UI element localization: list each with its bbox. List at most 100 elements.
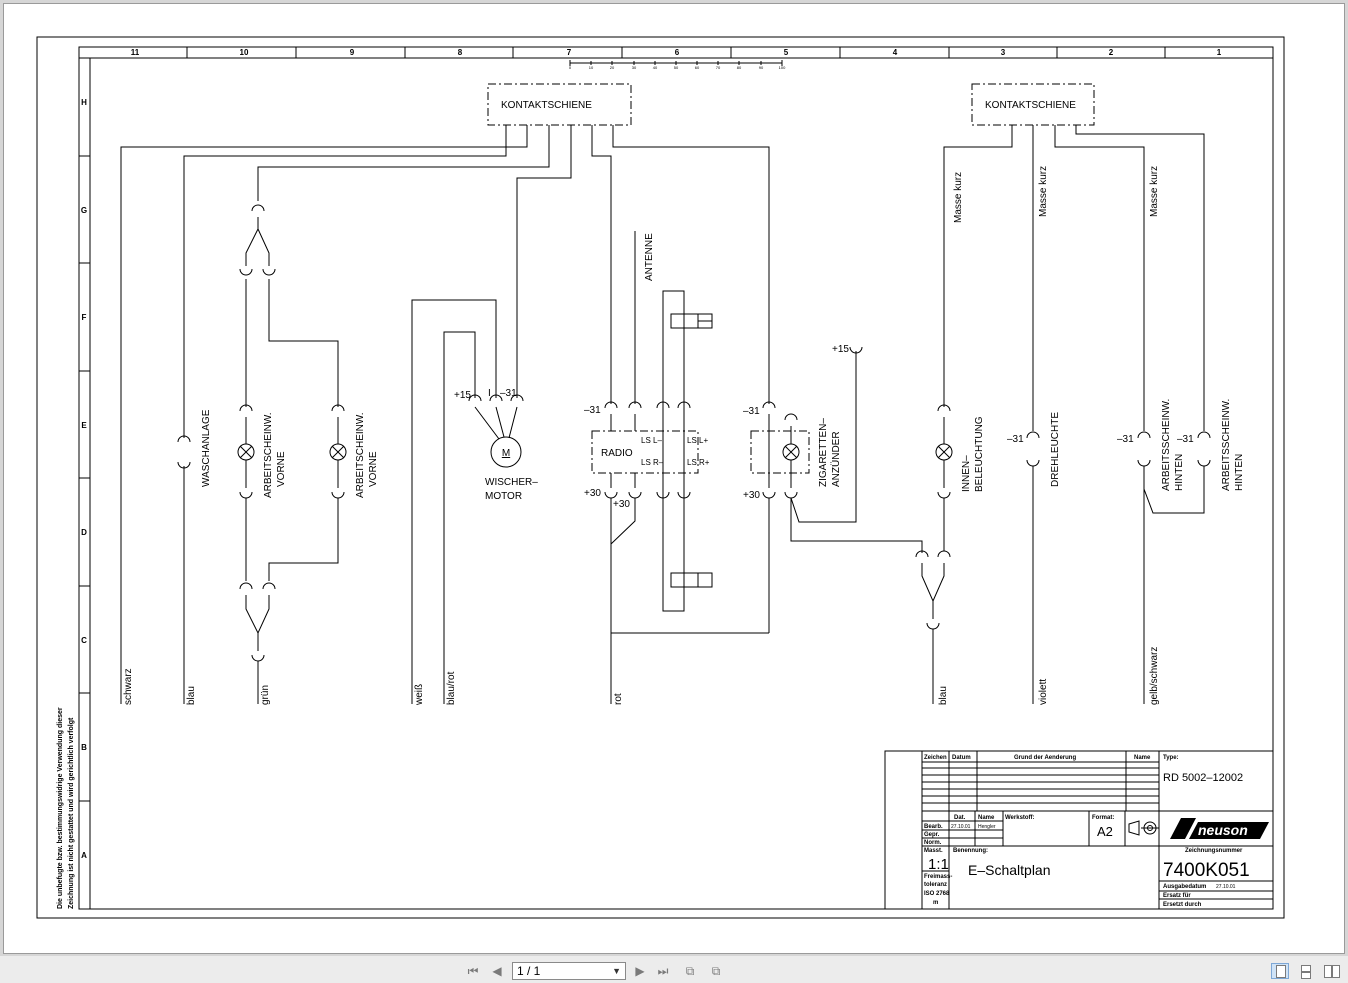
component-label: ARBEITSCHEINW. [355, 412, 366, 498]
col-label: 2 [1109, 48, 1114, 57]
component-label: DREHLEUCHTE [1050, 412, 1061, 487]
row-label: B [81, 743, 87, 752]
tb-label: m [933, 900, 938, 906]
next-page-icon[interactable]: ▶ [635, 964, 645, 978]
terminal-label: +30 [613, 499, 630, 510]
tb-label: Format: [1092, 815, 1114, 821]
single-page-view-icon[interactable] [1271, 963, 1289, 979]
contact-rail-right-label: KONTAKTSCHIENE [985, 100, 1076, 111]
page-number-select[interactable]: 1 / 1 ▼ [512, 962, 626, 980]
component-label: HINTEN [1174, 454, 1185, 491]
side-note: Zeichnung ist nicht gestattet und wird g… [68, 717, 75, 909]
facing-view-icon[interactable] [1322, 963, 1340, 979]
wire-label: blau [938, 686, 949, 705]
terminal-label: LS L– [641, 436, 662, 445]
contact-rail-left [487, 83, 632, 126]
tb-label: toleranz [924, 882, 947, 888]
col-label: 7 [567, 48, 572, 57]
navigation-toolbar: ⏮ ◀ 1 / 1 ▼ ▶ ⏭ ⧉ ⧉ [0, 956, 1348, 983]
svg-text:neuson: neuson [1198, 822, 1248, 838]
page-number-value: 1 / 1 [517, 964, 541, 978]
component-label: ARBEITSSCHEINW. [1161, 399, 1172, 491]
tb-label: Gepr. [924, 832, 940, 838]
tb-format-value: A2 [1097, 824, 1113, 839]
component-label: MOTOR [485, 491, 522, 502]
radio-box [591, 430, 699, 474]
col-label: 11 [131, 48, 140, 57]
col-label: 1 [1217, 48, 1222, 57]
tb-issue-date: 27.10.01 [1216, 884, 1236, 890]
col-label: 9 [350, 48, 355, 57]
terminal-label: –31 [500, 388, 517, 399]
col-label: 3 [1001, 48, 1006, 57]
terminal-label: LS R+ [687, 458, 710, 467]
terminal-label: –31 [1177, 434, 1194, 445]
tb-label: Bearb. [924, 824, 943, 830]
scale-tick: 80 [737, 65, 742, 70]
tb-label: Freimass- [924, 874, 952, 880]
component-label: INNEN– [961, 455, 972, 492]
scale-tick: 0 [569, 65, 572, 70]
last-page-icon[interactable]: ⏭ [657, 964, 669, 978]
tb-header: Datum [952, 755, 971, 761]
tb-type-value: RD 5002–12002 [1163, 772, 1243, 784]
scale-tick: 20 [610, 65, 615, 70]
wire-label: rot [613, 693, 624, 705]
component-label: Masse kurz [1038, 166, 1049, 217]
next-view-icon[interactable]: ⧉ [711, 964, 721, 978]
previous-page-icon[interactable]: ◀ [492, 964, 502, 978]
component-label: VORNE [276, 451, 287, 487]
row-label: C [81, 636, 87, 645]
terminal-label: –31 [1117, 434, 1134, 445]
scale-tick: 10 [589, 65, 594, 70]
tb-label: Ersetzt durch [1163, 902, 1202, 908]
component-label: HINTEN [1234, 454, 1245, 491]
terminal-label: I [488, 388, 491, 399]
neuson-logo: neuson [1170, 818, 1269, 839]
tb-label: Name [978, 815, 995, 821]
document-viewport[interactable]: 11 10 9 8 7 6 5 4 3 2 1 H G F E D C B A … [3, 3, 1345, 954]
component-label: Masse kurz [953, 172, 964, 223]
component-label: BELEUCHTUNG [974, 416, 985, 492]
wire-label: violett [1038, 679, 1049, 705]
col-label: 6 [675, 48, 680, 57]
tb-label: Dat. [954, 815, 966, 821]
wire-label: schwarz [123, 668, 134, 705]
chevron-down-icon: ▼ [612, 966, 621, 976]
tb-label: Ersatz für [1163, 893, 1191, 899]
terminal-label: LS R– [641, 458, 664, 467]
component-label: ANZÜNDER [830, 431, 842, 487]
tb-name: Hengler [978, 824, 996, 830]
component-label: VORNE [368, 451, 379, 487]
scale-tick: 50 [674, 65, 679, 70]
terminal-label: +15 [454, 390, 471, 401]
previous-view-icon[interactable]: ⧉ [685, 964, 695, 978]
component-label: RADIO [601, 448, 633, 459]
scale-tick: 40 [653, 65, 658, 70]
component-label: ANTENNE [644, 233, 655, 281]
tb-label: Masst. [924, 848, 943, 854]
component-label: WASCHANLAGE [201, 409, 212, 487]
terminal-label: +30 [743, 490, 760, 501]
scale-tick: 100 [779, 65, 786, 70]
tb-scale: 1:1 [928, 856, 949, 873]
wire-label: gelb/schwarz [1149, 647, 1160, 705]
row-label: G [81, 206, 87, 215]
tb-label: Norm. [924, 840, 942, 846]
wire-label: blau [186, 686, 197, 705]
col-label: 10 [240, 48, 249, 57]
terminal-label: –31 [743, 406, 760, 417]
schematic-drawing: 11 10 9 8 7 6 5 4 3 2 1 H G F E D C B A … [36, 36, 1285, 919]
continuous-view-icon[interactable] [1296, 963, 1314, 979]
wire-label: weiß [414, 684, 425, 706]
wire-label: grün [260, 685, 271, 705]
first-page-icon[interactable]: ⏮ [467, 964, 479, 978]
projection-symbol [1128, 820, 1159, 836]
col-label: 4 [893, 48, 898, 57]
tb-label: Zeichnungsnummer [1185, 848, 1243, 854]
tb-type-label: Type: [1163, 755, 1179, 761]
scale-tick: 90 [759, 65, 764, 70]
side-note: Die unbefugte bzw. bestimmungswidrige Ve… [57, 707, 64, 909]
terminal-label: +15 [832, 344, 849, 355]
component-label: ZIGARETTEN– [818, 418, 829, 487]
